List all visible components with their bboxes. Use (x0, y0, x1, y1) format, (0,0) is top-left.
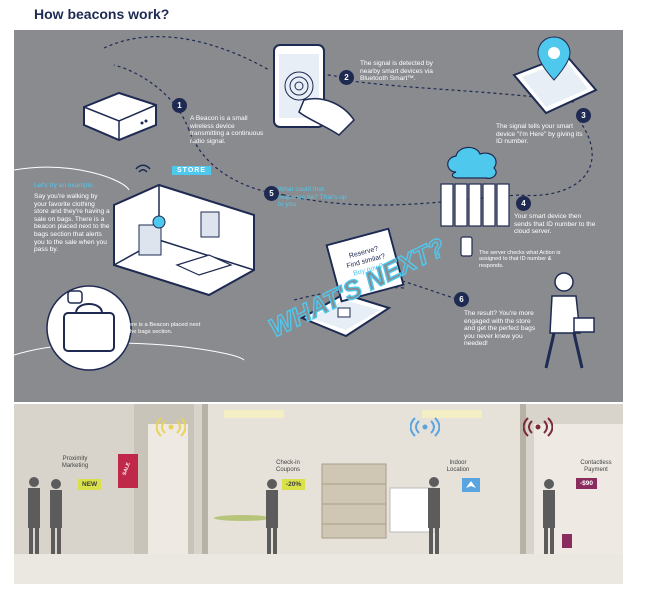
phone-fingerprint-icon (273, 44, 355, 136)
step-4-badge: 4 (516, 196, 531, 211)
step-2-text: The signal is detected by nearby smart d… (360, 60, 433, 83)
example-body: Say you're walking by your favorite clot… (34, 193, 110, 254)
step-6-text: The result? You're more engaged with the… (464, 310, 536, 348)
beacon-device-icon (83, 91, 157, 142)
phone-location-pin-icon (512, 36, 598, 115)
cloud-server-icon (440, 146, 510, 227)
phone-small-icon (460, 236, 473, 257)
store-room-illustration (113, 183, 255, 297)
proximity-tag: NEW (78, 479, 102, 490)
checkin-coupons-label: Check-in Coupons (275, 460, 301, 473)
wifi-signal-icon (135, 164, 151, 173)
person-with-bag-icon (544, 272, 595, 369)
mall-background (14, 404, 623, 584)
step-3-text: The signal tells your smart device "I'm … (496, 123, 583, 146)
indoor-location-label: Indoor Location (446, 460, 470, 473)
shopper-silhouettes (28, 477, 555, 554)
step-4-subtext: The server checks what Action is assigne… (479, 250, 561, 269)
wifi-signal-blue-icon (410, 417, 440, 437)
mall-illustration: Proximity Marketing NEW SALE Check-in Co… (14, 404, 623, 584)
step-2-badge: 2 (339, 70, 354, 85)
wifi-signal-maroon-icon (523, 417, 553, 437)
example-caption: There is a Beacon placed next to the bag… (122, 322, 201, 335)
step-4-text: Your smart device then sends that ID num… (514, 213, 596, 236)
how-it-works-panel: STORE Reserve? Find similar? Buy now? 1 … (14, 30, 623, 402)
step-6-badge: 6 (454, 292, 469, 307)
step-5-text: What could that response be? That's up t… (278, 186, 347, 209)
bag-closeup-icon (46, 285, 132, 371)
example-heading: Let's try an example. (34, 182, 95, 189)
proximity-marketing-label: Proximity Marketing (61, 456, 89, 469)
location-arrow-icon (462, 478, 480, 492)
store-label: STORE (172, 166, 211, 175)
checkin-tag: -20% (282, 479, 306, 490)
phone-bag-icon (299, 292, 392, 338)
step-5-badge: 5 (264, 186, 279, 201)
contactless-tag: -$90 (576, 478, 598, 489)
contactless-payment-label: Contactless Payment (580, 460, 612, 473)
step-3-badge: 3 (576, 108, 591, 123)
step-1-text: A Beacon is a small wireless device tran… (190, 115, 264, 145)
wifi-signal-yellow-icon (156, 417, 186, 437)
page-title: How beacons work? (34, 6, 170, 22)
step-1-badge: 1 (172, 98, 187, 113)
